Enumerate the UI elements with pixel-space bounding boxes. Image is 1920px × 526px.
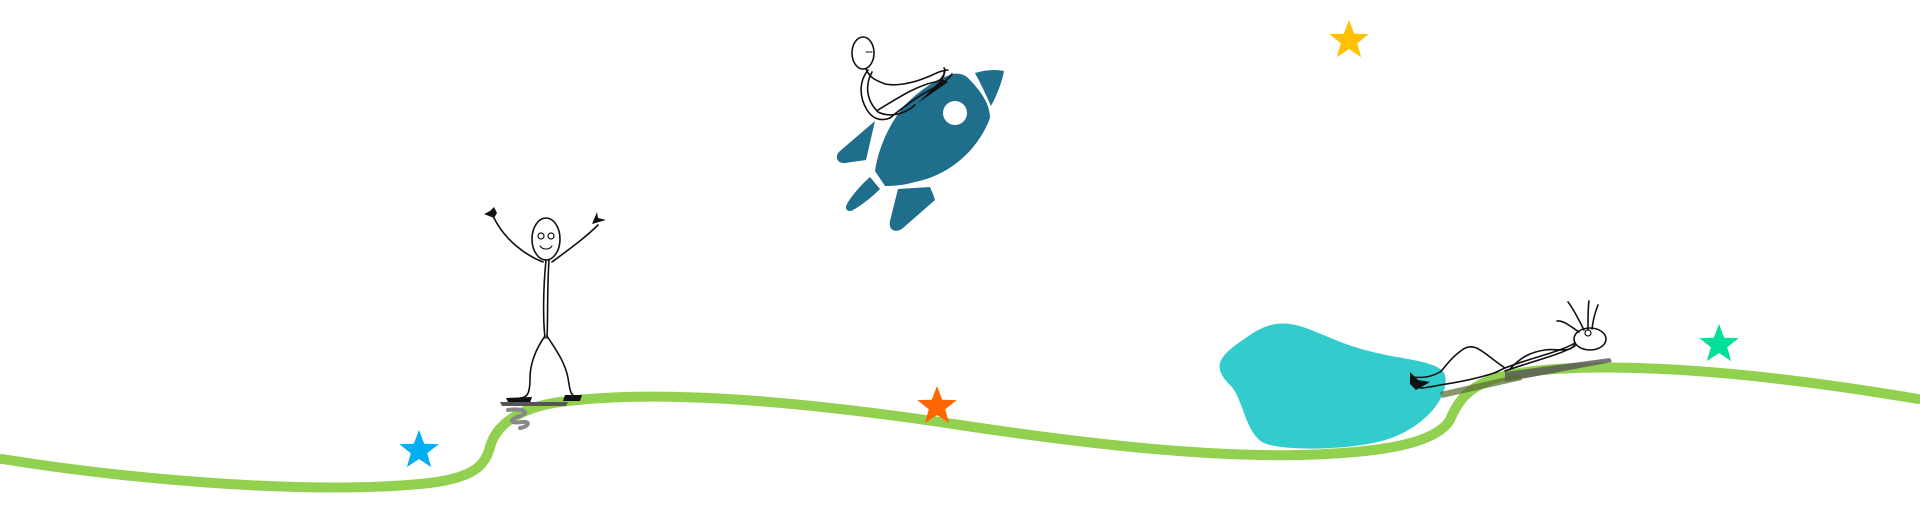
rocket-window [943,101,967,125]
winding-path [0,362,1920,493]
rocket-icon [836,69,1004,231]
pond-shape [1219,323,1446,449]
spring-coil [506,407,530,430]
rocket-lower-fin [889,187,935,231]
rocket-nose-fin [975,69,1004,106]
lying-stick-figure [1410,300,1612,398]
rocket-exhaust [845,177,880,212]
rocket-body [875,73,990,186]
rocket-rider-stick-figure [851,36,953,121]
standing-stick-figure [484,207,606,430]
rocket-upper-fin [836,121,875,164]
green-star [1699,324,1739,362]
blue-star [399,430,439,468]
yellow-star [1329,20,1369,58]
orange-star [917,386,957,424]
